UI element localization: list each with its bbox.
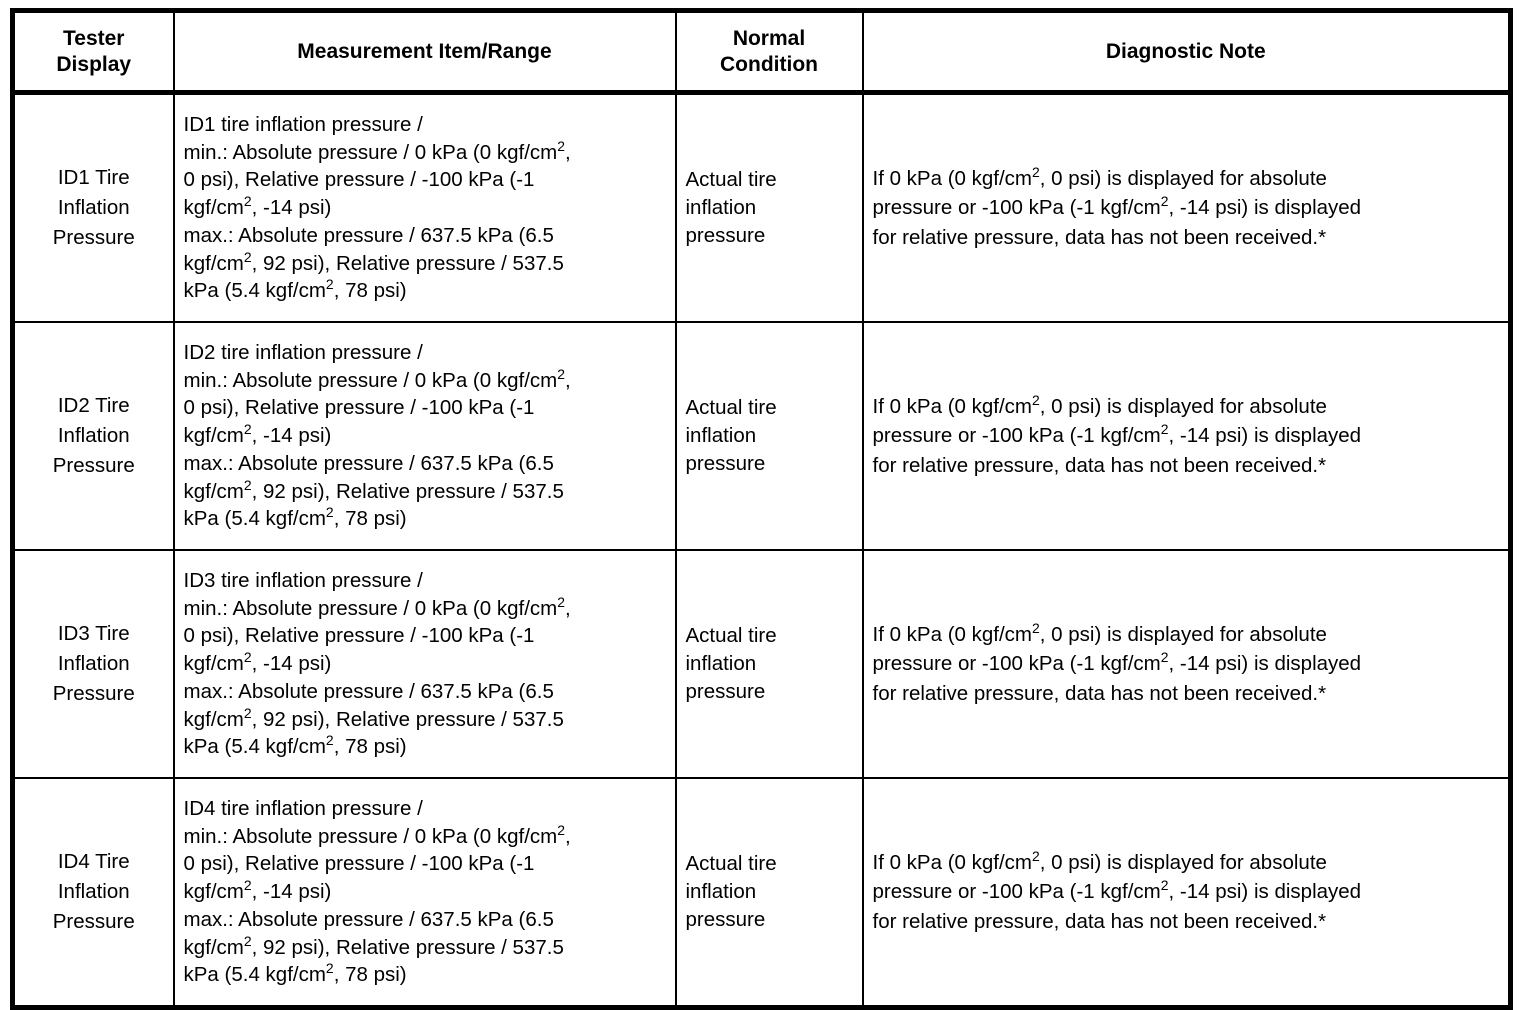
cell-normal-condition: Actual tire inflation pressure	[674, 322, 864, 551]
cell-diagnostic-note: If 0 kPa (0 kgf/cm2, 0 psi) is displayed…	[861, 778, 1513, 1010]
cell-measurement-item-range: ID2 tire inflation pressure /min.: Absol…	[172, 322, 677, 551]
cell-diagnostic-note: If 0 kPa (0 kgf/cm2, 0 psi) is displayed…	[861, 550, 1513, 779]
cell-measurement-item-range: ID1 tire inflation pressure /min.: Absol…	[172, 92, 677, 323]
document-page: Tester Display Measurement Item/Range No…	[10, 8, 1513, 1010]
cell-tester-display: ID4 Tire Inflation Pressure	[10, 778, 175, 1010]
cell-diagnostic-note: If 0 kPa (0 kgf/cm2, 0 psi) is displayed…	[861, 322, 1513, 551]
cell-normal-condition: Actual tire inflation pressure	[674, 92, 864, 323]
cell-tester-display: ID3 Tire Inflation Pressure	[10, 550, 175, 779]
header-tester-display: Tester Display	[10, 8, 175, 95]
cell-tester-display: ID2 Tire Inflation Pressure	[10, 322, 175, 551]
cell-normal-condition: Actual tire inflation pressure	[674, 778, 864, 1010]
cell-measurement-item-range: ID4 tire inflation pressure /min.: Absol…	[172, 778, 677, 1010]
table-header: Tester Display Measurement Item/Range No…	[10, 8, 1513, 95]
header-row: Tester Display Measurement Item/Range No…	[10, 8, 1513, 95]
cell-diagnostic-note: If 0 kPa (0 kgf/cm2, 0 psi) is displayed…	[861, 92, 1513, 323]
header-normal-condition: Normal Condition	[674, 8, 864, 95]
cell-tester-display: ID1 Tire Inflation Pressure	[10, 92, 175, 323]
cell-measurement-item-range: ID3 tire inflation pressure /min.: Absol…	[172, 550, 677, 779]
header-measurement-item-range: Measurement Item/Range	[172, 8, 677, 95]
header-diagnostic-note: Diagnostic Note	[861, 8, 1513, 95]
cell-normal-condition: Actual tire inflation pressure	[674, 550, 864, 779]
tire-pressure-spec-table: Tester Display Measurement Item/Range No…	[10, 8, 1513, 1010]
